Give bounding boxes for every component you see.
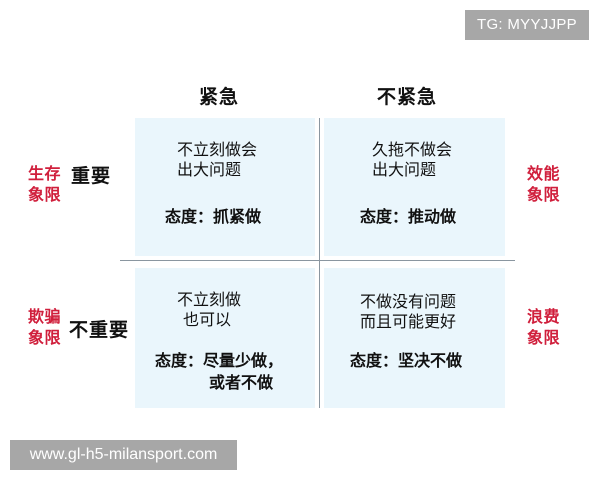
waste-line2: 象限 [527, 328, 561, 347]
efficiency-line2: 象限 [527, 185, 561, 204]
quadrant-not-important-urgent [135, 268, 315, 408]
quadrant-important-not-urgent [324, 118, 505, 256]
q2-desc-line2: 出大问题 [372, 160, 437, 179]
vertical-axis-divider [319, 118, 320, 408]
q3-attitude-line1: 态度：尽量少做， [155, 351, 284, 370]
q1-description: 不立刻做会 出大问题 [177, 140, 257, 180]
quadrant-important-urgent [135, 118, 315, 256]
row-label-important: 重要 [71, 165, 112, 187]
q2-desc-line1: 久拖不做会 [372, 140, 453, 159]
q3-attitude: 态度：尽量少做， 或者不做 [155, 350, 283, 394]
waste-line1: 浪费 [527, 307, 561, 326]
deception-line2: 象限 [28, 328, 62, 347]
q3-desc-line2: 也可以 [183, 310, 232, 329]
label-efficiency-quadrant: 效能 象限 [527, 163, 560, 205]
q1-desc-line1: 不立刻做会 [177, 140, 258, 159]
efficiency-line1: 效能 [527, 164, 561, 183]
q1-desc-line2: 出大问题 [177, 160, 242, 179]
label-survival-quadrant: 生存 象限 [28, 163, 61, 205]
q3-description: 不立刻做 也可以 [177, 290, 241, 330]
q4-description: 不做没有问题 而且可能更好 [360, 292, 456, 332]
url-watermark: www.gl-h5-milansport.com [10, 440, 237, 470]
survival-line1: 生存 [28, 164, 62, 183]
column-header-urgent: 紧急 [199, 86, 240, 108]
deception-line1: 欺骗 [28, 307, 62, 326]
q2-attitude: 态度：推动做 [360, 207, 457, 226]
horizontal-axis-divider [120, 260, 515, 261]
q2-description: 久拖不做会 出大问题 [372, 140, 452, 180]
label-waste-quadrant: 浪费 象限 [527, 306, 560, 348]
q4-attitude: 态度：坚决不做 [350, 351, 463, 370]
label-deception-quadrant: 欺骗 象限 [28, 306, 61, 348]
tg-watermark: TG: MYYJJPP [465, 10, 589, 40]
row-label-not-important: 不重要 [69, 319, 130, 341]
quadrant-not-important-not-urgent [324, 268, 505, 408]
q1-attitude: 态度：抓紧做 [165, 207, 262, 226]
q3-desc-line1: 不立刻做 [177, 290, 242, 309]
column-header-not-urgent: 不紧急 [377, 86, 438, 108]
q3-attitude-line2: 或者不做 [209, 373, 274, 392]
q4-desc-line1: 不做没有问题 [360, 292, 457, 311]
survival-line2: 象限 [28, 185, 62, 204]
q4-desc-line2: 而且可能更好 [360, 312, 457, 331]
